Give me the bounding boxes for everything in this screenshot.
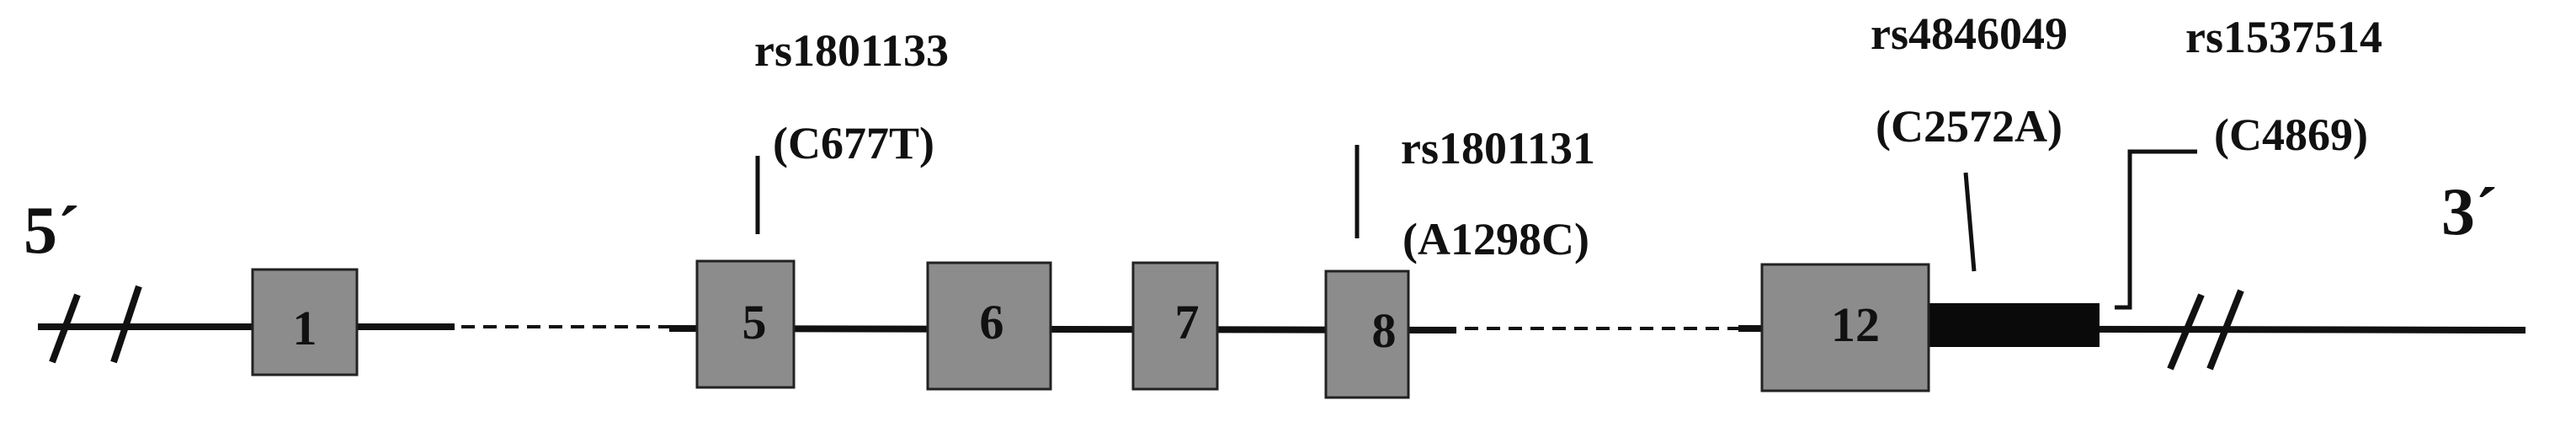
exon-7: 7	[1131, 261, 1219, 391]
exon-7-box	[1131, 261, 1219, 391]
snp-rs1537514-marker	[2115, 149, 2197, 310]
exon-12: 12	[1760, 263, 1930, 392]
snp-rs4846049-marker	[1963, 172, 1977, 272]
exon-6-box	[926, 261, 1052, 391]
snp-rs1801131-change: (A1298C)	[1402, 214, 1589, 264]
exon-8: 8	[1324, 270, 1410, 399]
snp-rs1801133: rs1801133 (C677T)	[754, 25, 949, 234]
three-prime-utr	[1929, 303, 2100, 347]
exon-8-label: 8	[1372, 303, 1397, 358]
snp-rs1537514-change: (C4869)	[2214, 109, 2368, 160]
exon-7-label: 7	[1175, 295, 1200, 350]
snp-rs1801133-id: rs1801133	[754, 25, 949, 76]
exon-1: 1	[251, 268, 359, 376]
break-mark-left-b	[110, 285, 142, 364]
exon-5: 5	[695, 259, 796, 389]
break-mark-right-a	[2167, 293, 2205, 371]
snp-rs1801131: rs1801131 (A1298C)	[1355, 123, 1595, 264]
snp-rs1537514-id: rs1537514	[2185, 12, 2382, 62]
exon-12-box	[1760, 263, 1930, 392]
snp-rs1801133-change: (C677T)	[773, 118, 934, 168]
three-prime-label: 3´	[2441, 175, 2498, 249]
exon-8-box	[1324, 270, 1410, 399]
snp-rs1801131-id: rs1801131	[1401, 123, 1595, 173]
snp-rs1537514: rs1537514 (C4869)	[2115, 12, 2382, 310]
break-mark-right-b	[2206, 289, 2244, 371]
exon-1-label: 1	[293, 301, 317, 355]
exon-6: 6	[926, 261, 1052, 391]
exon-6-label: 6	[980, 295, 1004, 350]
snp-rs4846049-change: (C2572A)	[1876, 101, 2062, 152]
exon-5-box	[695, 259, 796, 389]
break-mark-left-a	[49, 293, 81, 364]
snp-rs4846049: rs4846049 (C2572A)	[1871, 8, 2068, 272]
five-prime-label: 5´	[24, 194, 80, 268]
exon-12-label: 12	[1831, 297, 1880, 352]
exon-5-label: 5	[742, 295, 767, 350]
snp-rs4846049-id: rs4846049	[1871, 8, 2068, 59]
exon-1-box	[251, 268, 359, 376]
